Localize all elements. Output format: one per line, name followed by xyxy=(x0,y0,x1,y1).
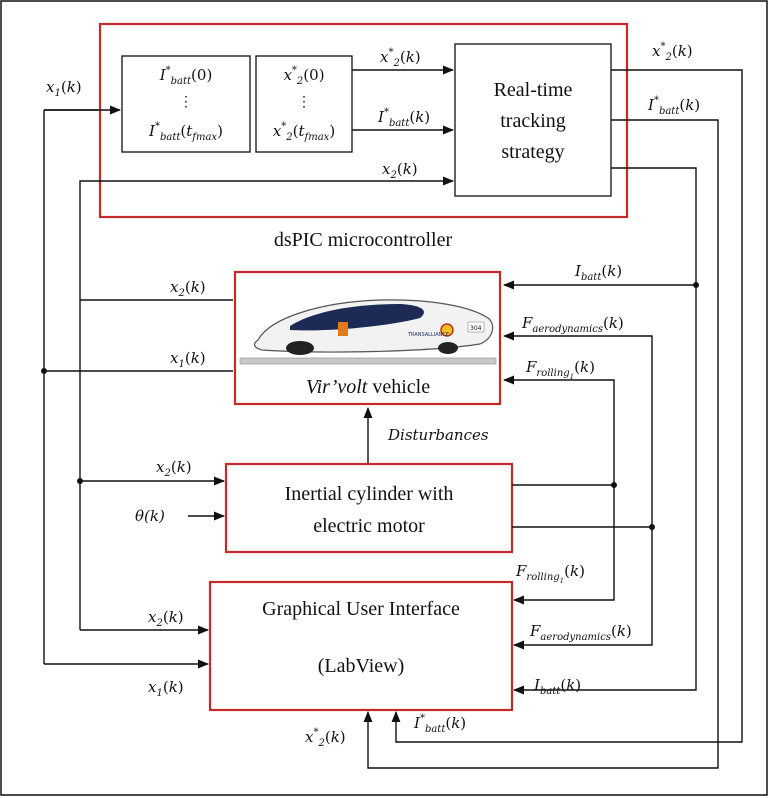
aero-to-gui-wire xyxy=(512,527,653,650)
tracking-line-2: tracking xyxy=(500,110,566,132)
tracking-line-1: Real-time xyxy=(494,79,573,101)
cylinder-block xyxy=(224,462,514,554)
ibatt-table-top: 𝐼*batt(0) xyxy=(159,65,213,87)
ibatt-vehicle-label: 𝐼batt(k) xyxy=(574,262,622,283)
x2star-ref-label: x*2(k) xyxy=(380,47,421,69)
theta-label: θ(k) xyxy=(135,507,165,525)
vehicle-icon: TRANSALLIANCE 304 xyxy=(239,299,497,365)
rolling-to-vehicle-wire xyxy=(502,375,615,485)
ibatt-table xyxy=(121,55,251,153)
x1-gui-label: x1(k) xyxy=(148,678,184,699)
aero-gui-label: Faerodynamics(k) xyxy=(529,622,632,643)
x1-vehicle-label: x1(k) xyxy=(170,349,206,370)
rolling-to-gui-wire xyxy=(512,485,615,605)
junction-ibatt xyxy=(693,282,699,288)
x2star-gui-label: x*2(k) xyxy=(305,727,346,749)
cylinder-line-1: Inertial cylinder with xyxy=(285,483,454,505)
tracking-strategy-block xyxy=(454,43,612,197)
gui-line-2: (LabView) xyxy=(318,655,405,677)
x2star-output-wire xyxy=(391,69,743,743)
x2-table-dots: ⋮ xyxy=(297,95,311,110)
ibattstar-output-label: 𝐼*batt(k) xyxy=(647,95,700,117)
disturbances-label: Disturbances xyxy=(387,426,489,444)
x2-cylinder-label: x2(k) xyxy=(156,458,192,479)
x2star-output-label: x*2(k) xyxy=(652,41,693,63)
svg-text:304: 304 xyxy=(470,325,482,332)
ibatt-gui-label: 𝐼batt(k) xyxy=(533,676,581,697)
svg-text:TRANSALLIANCE: TRANSALLIANCE xyxy=(407,332,449,338)
ibattstar-output-wire xyxy=(363,119,719,769)
rolling-vehicle-label: Frolling1(k) xyxy=(525,358,595,381)
aero-vehicle-label: Faerodynamics(k) xyxy=(521,314,624,335)
vehicle-label: Vir’volt vehicle xyxy=(306,376,430,398)
ibatt-table-dots: ⋮ xyxy=(179,95,193,110)
x1-top-label: x1(k) xyxy=(46,78,82,99)
x2-feedback-to-controller xyxy=(79,176,455,300)
x2-vehicle-label: x2(k) xyxy=(170,278,206,299)
tracking-line-3: strategy xyxy=(501,141,564,163)
x2-table xyxy=(255,55,353,153)
ibatt-to-gui-wire xyxy=(512,167,697,695)
ibattstar-gui-label: 𝐼*batt(k) xyxy=(413,713,466,735)
rolling-gui-label: Frolling1(k) xyxy=(515,562,585,585)
cylinder-line-2: electric motor xyxy=(313,515,425,537)
junction-x2-cyl xyxy=(77,478,83,484)
x2-table-top: x*2(0) xyxy=(283,65,324,87)
gui-block xyxy=(208,580,514,712)
aero-to-vehicle-wire xyxy=(502,331,653,527)
gui-line-1: Graphical User Interface xyxy=(262,598,460,620)
x2-feedback-label: x2(k) xyxy=(382,160,418,181)
controller-label: dsPIC microcontroller xyxy=(274,229,453,251)
x2-gui-label: x2(k) xyxy=(148,608,184,629)
